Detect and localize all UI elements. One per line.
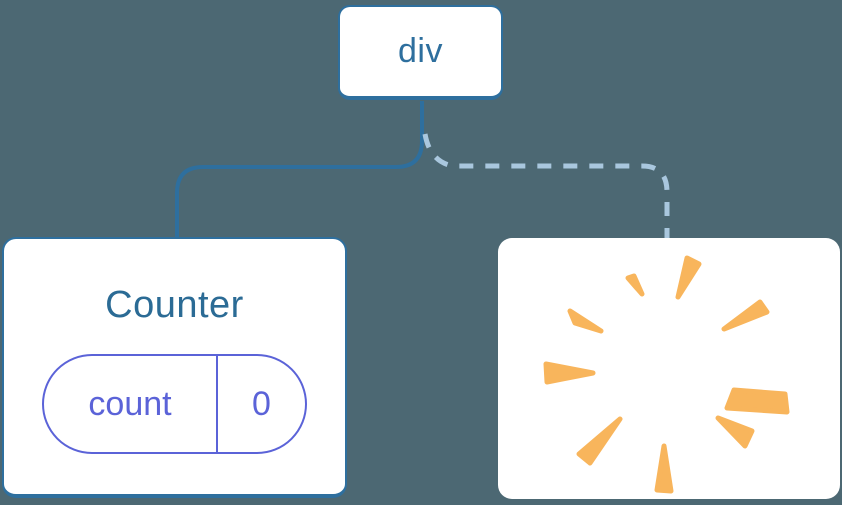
spark-wedge [721, 299, 770, 332]
poof-sparks-icon [543, 255, 790, 494]
edge-dashed-div-to-removed [422, 133, 670, 240]
counter-card-title: Counter [105, 284, 244, 326]
spark-wedge [724, 387, 790, 415]
spark-wedge [675, 255, 702, 300]
spark-wedge [654, 443, 674, 494]
spark-wedge [576, 416, 623, 466]
poof-sparks [543, 255, 790, 494]
state-pill: count 0 [42, 354, 307, 454]
spark-wedge [625, 273, 645, 297]
state-key-cell: count [44, 356, 216, 452]
spark-wedge [715, 415, 755, 449]
spark-wedge [543, 361, 596, 385]
spark-wedge [567, 308, 604, 334]
state-value-cell: 0 [216, 356, 305, 452]
root-node-label: div [398, 32, 443, 70]
state-value-label: 0 [252, 384, 271, 423]
edge-solid-div-to-counter [175, 101, 424, 239]
counter-card: Counter count 0 [2, 237, 347, 498]
root-node-div: div [338, 5, 503, 100]
state-key-label: count [88, 384, 172, 423]
removed-card [498, 238, 840, 499]
